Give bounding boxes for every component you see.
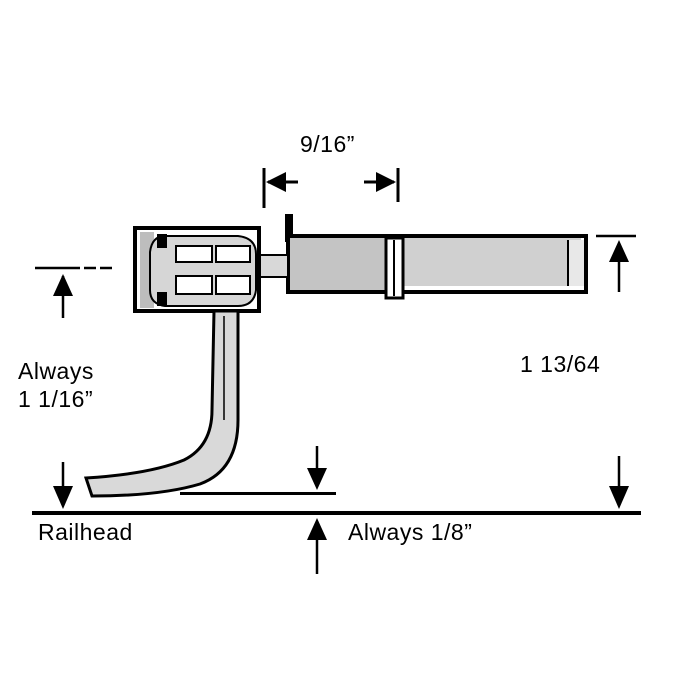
- center-height-label-line2: 1 1/16”: [18, 386, 94, 412]
- coupler-shank: [257, 254, 289, 278]
- overall-height-label: 1 13/64: [520, 351, 601, 377]
- trip-pin: [83, 309, 240, 498]
- trip-pin-clearance-label: Always 1/8”: [348, 519, 473, 545]
- trip-pin-clearance-marker: [307, 446, 327, 574]
- trip-pin-reference-line: [180, 492, 336, 495]
- width-dimension-marker: [262, 168, 400, 208]
- draft-gear-box: [285, 214, 588, 300]
- railhead-line: [32, 511, 641, 515]
- overall-height-dimension-marker: [596, 234, 636, 509]
- center-height-label-line1: Always: [18, 358, 94, 384]
- center-height-dimension-marker: [35, 266, 112, 509]
- coupler-head: [133, 226, 261, 313]
- width-dimension-label: 9/16”: [300, 131, 355, 157]
- railhead-label: Railhead: [38, 519, 133, 545]
